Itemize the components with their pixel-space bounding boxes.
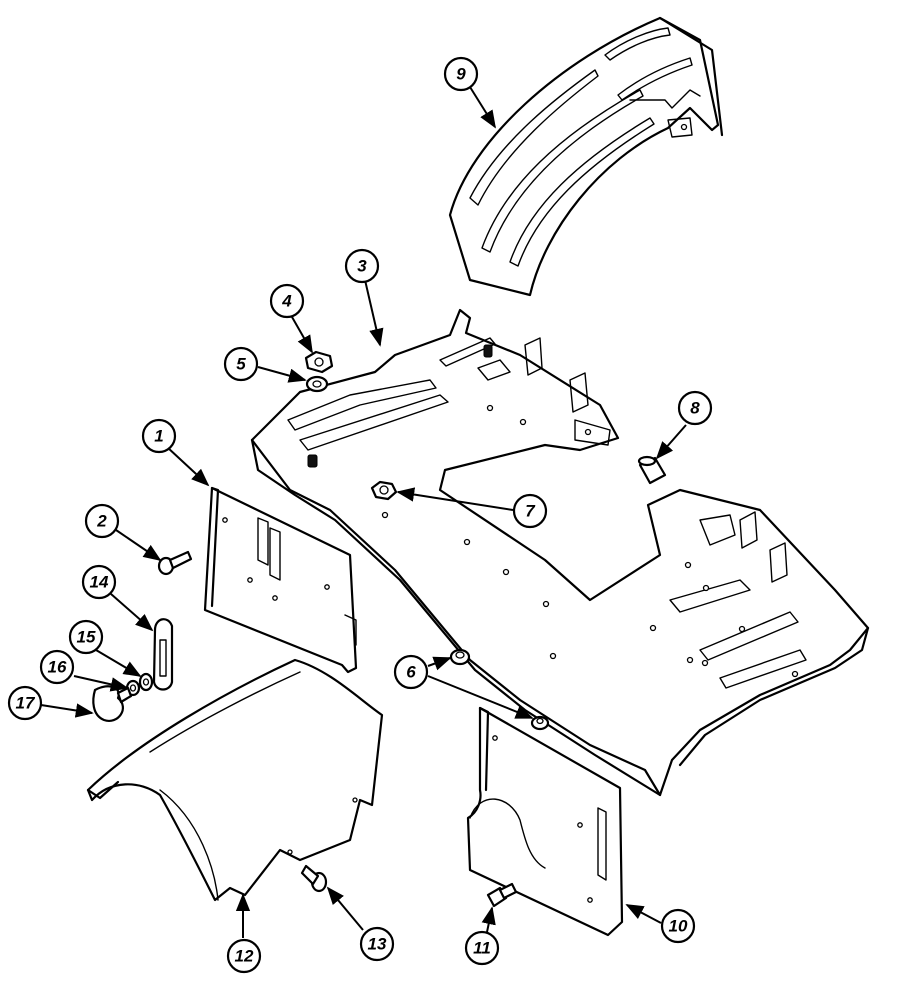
part-5-washer: [305, 375, 329, 393]
part-10-right-panel: [466, 706, 624, 937]
callout-9: 9: [443, 56, 479, 92]
callout-1-label: 1: [154, 427, 163, 446]
part-7-nut: [370, 480, 398, 501]
callout-11: 11: [464, 930, 500, 966]
callout-10: 10: [660, 908, 696, 944]
callout-7-label: 7: [525, 502, 536, 521]
leader-lines: [40, 86, 687, 938]
callout-8: 8: [677, 390, 713, 426]
callout-15-label: 15: [77, 628, 96, 647]
callout-16: 16: [39, 649, 75, 685]
part-11-bolt: [486, 882, 518, 908]
callout-6-label: 6: [406, 663, 416, 682]
callout-14: 14: [81, 564, 117, 600]
part-1-left-panel: [203, 486, 358, 674]
part-13-screw: [300, 864, 328, 893]
callout-11-label: 11: [473, 939, 491, 958]
callout-2-label: 2: [96, 512, 107, 531]
callout-5: 5: [223, 346, 259, 382]
callout-2: 2: [84, 503, 120, 539]
part-14-slotted-bracket: [152, 618, 174, 691]
callout-6: 6: [393, 654, 429, 690]
callout-15: 15: [68, 619, 104, 655]
callout-3-label: 3: [357, 257, 367, 276]
callout-13-label: 13: [368, 935, 387, 954]
callout-9-label: 9: [456, 65, 466, 84]
part-9-curved-gate-cover: [448, 16, 724, 297]
callout-14-label: 14: [90, 573, 109, 592]
callout-5-label: 5: [236, 355, 246, 374]
callout-8-label: 8: [690, 399, 700, 418]
part-12-front-cover: [86, 658, 384, 902]
callout-7: 7: [512, 493, 548, 529]
callout-17-label: 17: [16, 694, 36, 713]
callout-4: 4: [269, 283, 305, 319]
callout-4-label: 4: [281, 292, 292, 311]
part-8-bushing: [637, 455, 667, 485]
callout-3: 3: [344, 248, 380, 284]
part-15-washer: [138, 672, 154, 692]
callout-17: 17: [7, 685, 43, 721]
callout-12-label: 12: [235, 947, 254, 966]
part-17-wing-screw: [92, 685, 133, 722]
callout-16-label: 16: [48, 658, 67, 677]
part-2-screw: [157, 550, 193, 576]
callout-1: 1: [141, 418, 177, 454]
callout-10-label: 10: [669, 917, 688, 936]
callout-13: 13: [359, 926, 395, 962]
part-3-base-plate: [250, 308, 870, 797]
callout-12: 12: [226, 938, 262, 974]
part-4-nut: [304, 350, 334, 374]
